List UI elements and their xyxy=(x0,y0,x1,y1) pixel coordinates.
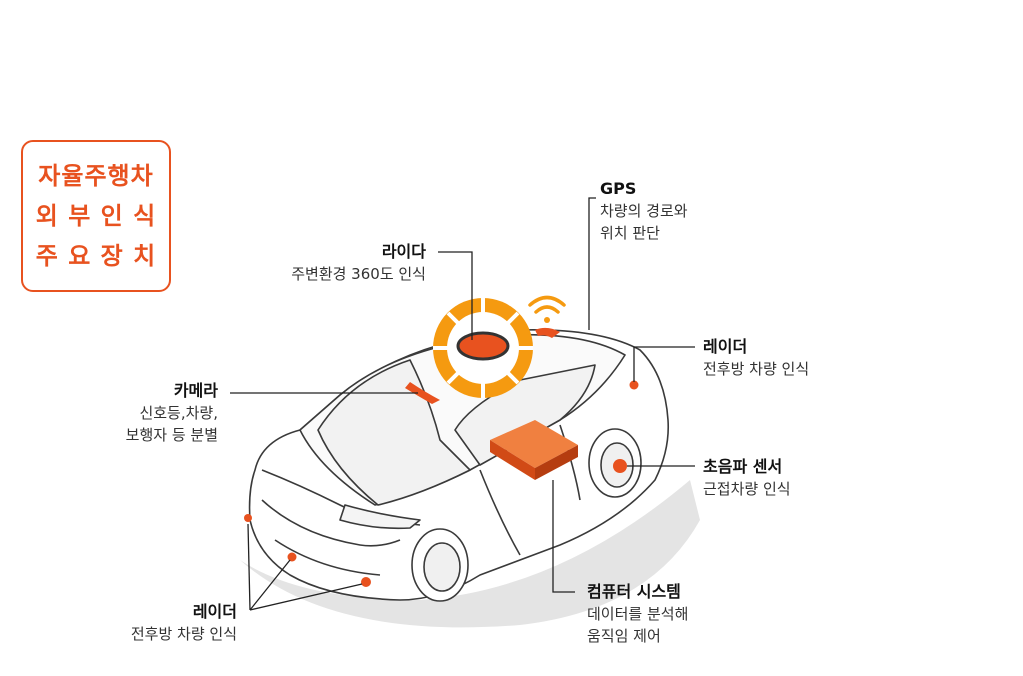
ultrasonic-label: 초음파 센서 근접차량 인식 xyxy=(703,456,791,500)
radar-bottom-leader-2 xyxy=(249,559,291,611)
car-shadow xyxy=(240,480,700,628)
camera-label: 카메라 신호등,차량, 보행자 등 분별 xyxy=(126,380,218,446)
radar-top-name: 레이더 xyxy=(703,337,748,356)
ultrasonic-desc-1: 근접차량 인식 xyxy=(703,480,791,498)
radar-top-desc-1: 전후방 차량 인식 xyxy=(703,360,810,378)
gps-name: GPS xyxy=(600,179,637,198)
title-line-1: 자율주행차 xyxy=(38,162,154,190)
computer-label: 컴퓨터 시스템 데이터를 분석해 움직임 제어 xyxy=(587,581,688,647)
radar-bottom-leader-1 xyxy=(247,523,251,611)
radar-bottom-name: 레이더 xyxy=(192,602,237,621)
computer-desc-1: 데이터를 분석해 xyxy=(587,605,689,623)
radar-bottom-desc-1: 전후방 차량 인식 xyxy=(130,625,237,643)
title-box: 자율주행차 외 부 인 식 주 요 장 치 xyxy=(21,140,171,292)
radar-front-dot-1 xyxy=(244,514,252,522)
lidar-desc-1: 주변환경 360도 인식 xyxy=(291,265,426,283)
radar-bottom-label: 레이더 전후방 차량 인식 xyxy=(131,601,237,645)
gps-leader xyxy=(588,197,596,330)
radar-rear-dot xyxy=(629,380,639,390)
gps-desc-1: 차량의 경로와 xyxy=(600,202,688,220)
ultrasonic-name: 초음파 센서 xyxy=(703,457,783,476)
radar-top-leader xyxy=(633,346,695,382)
gps-label: GPS 차량의 경로와 위치 판단 xyxy=(600,178,688,244)
ultrasonic-sensor xyxy=(613,459,627,473)
gps-antenna xyxy=(535,327,560,338)
title-line-3: 주 요 장 치 xyxy=(35,242,157,270)
gps-desc-2: 위치 판단 xyxy=(600,224,660,242)
radar-bottom-leader-3 xyxy=(249,583,363,611)
radar-front-dot-3 xyxy=(361,577,371,587)
camera-desc-2: 보행자 등 분별 xyxy=(125,426,218,444)
car-body xyxy=(248,329,670,602)
computer-leader xyxy=(552,480,575,593)
computer-desc-2: 움직임 제어 xyxy=(587,627,661,645)
camera-sensor xyxy=(405,382,440,404)
computer-box xyxy=(490,420,578,480)
wifi-icon xyxy=(528,295,566,323)
radar-top-label: 레이더 전후방 차량 인식 xyxy=(703,336,809,380)
camera-name: 카메라 xyxy=(173,381,218,400)
leader-lines xyxy=(230,197,695,611)
lidar-leader xyxy=(438,251,473,340)
lidar-label: 라이다 주변환경 360도 인식 xyxy=(291,241,426,285)
lidar-name: 라이다 xyxy=(381,242,426,261)
radar-front-dot-2 xyxy=(287,552,297,562)
camera-desc-1: 신호등,차량, xyxy=(139,404,218,422)
lidar-sensor xyxy=(433,298,533,398)
computer-name: 컴퓨터 시스템 xyxy=(587,582,681,601)
title-line-2: 외 부 인 식 xyxy=(35,202,157,230)
